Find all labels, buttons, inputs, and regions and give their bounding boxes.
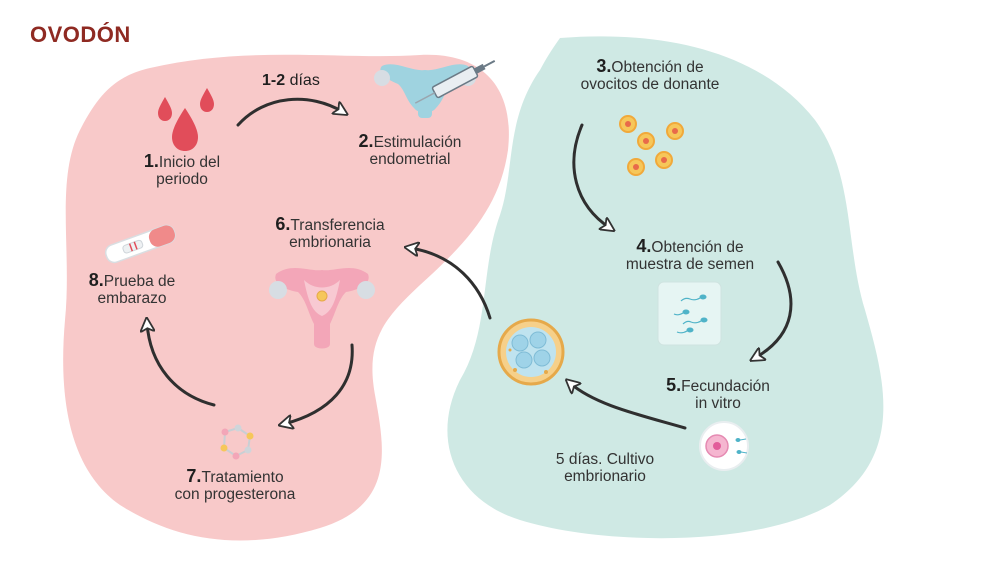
culture-text-line: 5 días. Cultivo: [555, 451, 655, 468]
step-number: 4.: [636, 236, 652, 256]
step-2-label: 2.Estimulación endometrial: [340, 131, 480, 168]
arrow-7-to-8: [147, 323, 216, 407]
step-number: 5.: [666, 375, 682, 395]
pink-blob: [63, 54, 509, 541]
arrow-culture-to-6: [410, 248, 492, 320]
step-number: 2.: [358, 131, 374, 151]
step-7-label: 7.Tratamiento con progesterona: [155, 466, 315, 503]
step-8-label: 8.Prueba de embarazo: [72, 270, 192, 307]
step-text-line: Obtención de: [611, 59, 704, 76]
step-text-line: con progesterona: [174, 486, 296, 503]
arrow-5-to-culture: [570, 383, 687, 430]
step-number: 1.: [143, 151, 159, 171]
embryo-culture-icon: [497, 318, 565, 386]
step-text-line: endometrial: [369, 151, 451, 168]
step-text-line: embrionaria: [289, 234, 371, 251]
step-1-label: 1.Inicio del periodo: [122, 151, 242, 188]
uterus-syringe-icon: [374, 59, 496, 118]
step-text-line: periodo: [156, 171, 208, 188]
step-text-line: in vitro: [695, 395, 741, 412]
interval-value: 1-2: [262, 72, 286, 89]
arrow-4-to-5: [755, 260, 793, 358]
interval-unit: días: [285, 72, 320, 89]
step-3-label: 3.Obtención de ovocitos de donante: [555, 56, 745, 93]
progesterone-molecule-icon: [220, 424, 254, 460]
arrow-1-to-2: [236, 97, 343, 127]
step-text-line: muestra de semen: [625, 256, 755, 273]
step-4-label: 4.Obtención de muestra de semen: [600, 236, 780, 273]
interval-label: 1-2 días: [262, 72, 320, 90]
step-text-line: Obtención de: [651, 239, 744, 256]
arrow-6-to-7: [284, 343, 354, 424]
step-text-line: Estimulación: [373, 134, 462, 151]
step-text-line: embarazo: [97, 290, 167, 307]
blood-drops-icon: [158, 88, 214, 151]
step-text-line: Tratamiento: [201, 469, 284, 486]
step-number: 6.: [275, 214, 291, 234]
step-number: 8.: [88, 270, 104, 290]
step-number: 3.: [596, 56, 612, 76]
sperm-sample-icon: [657, 281, 722, 346]
page-title: OVODÓN: [30, 22, 131, 47]
step-text-line: Fecundación: [681, 378, 770, 395]
uterus-icon: [269, 267, 375, 349]
fertilized-egg-icon: [699, 421, 749, 471]
step-text-line: ovocitos de donante: [580, 76, 720, 93]
step-text-line: Prueba de: [103, 273, 176, 290]
step-5-label: 5.Fecundación in vitro: [648, 375, 788, 412]
arrow-3-to-4: [572, 123, 610, 228]
step-6-label: 6.Transferencia embrionaria: [255, 214, 405, 251]
pregnancy-test-icon: [104, 224, 176, 264]
step-text-line: Inicio del: [158, 154, 221, 171]
step-number: 7.: [186, 466, 202, 486]
step-text-line: Transferencia: [290, 217, 385, 234]
oocytes-icon: [619, 115, 684, 176]
culture-text-line: embrionario: [564, 468, 646, 485]
culture-label: 5 días. Cultivo embrionario: [535, 451, 675, 485]
